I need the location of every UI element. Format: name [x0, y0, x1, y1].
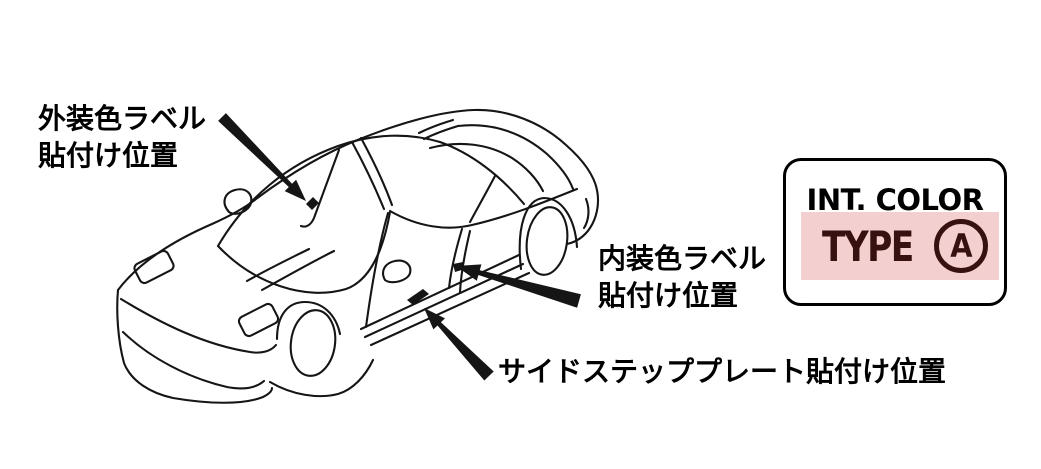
rear-wheel-arch — [518, 196, 579, 271]
rear-window-side-edge — [468, 174, 497, 224]
int-color-plate: INT. COLOR TYPE A — [783, 158, 1007, 306]
exterior-label-mark — [306, 197, 319, 210]
tail-inner-edge — [582, 197, 590, 230]
callout-arrow-side-step — [424, 308, 494, 381]
door-rear-edge — [447, 227, 464, 290]
headlight-panel-right — [237, 302, 280, 338]
car-targa-pillar-inner — [359, 136, 394, 207]
callout-side-step-line1: サイドステッププレート貼付け位置 — [498, 355, 947, 388]
callout-interior-color-label: 内装色ラベル 貼付け位置 — [598, 240, 766, 314]
car-bumper-crease-lower — [121, 330, 266, 390]
quarter-panel-edge — [458, 229, 472, 294]
callout-exterior-line2: 貼付け位置 — [38, 139, 179, 172]
type-code-letter: A — [950, 227, 973, 265]
type-label: TYPE — [821, 221, 914, 271]
car-rocker-under-line — [268, 358, 375, 398]
car-front-fascia — [116, 288, 274, 404]
car-silhouette-top — [116, 108, 600, 292]
callout-exterior-line1: 外装色ラベル — [38, 102, 207, 135]
wiper-blade-right — [260, 249, 336, 292]
wiper-blade-left — [245, 247, 311, 283]
roof-seam-front — [417, 118, 455, 135]
callout-arrow-exterior — [218, 113, 306, 201]
car-bumper-crease-upper — [119, 297, 278, 354]
callout-exterior-color-label: 外装色ラベル 貼付け位置 — [38, 100, 206, 174]
callout-arrow-interior — [456, 264, 581, 308]
car-targa-pillar-outer — [350, 140, 386, 211]
car-beltline — [388, 187, 579, 229]
callout-side-step-plate: サイドステッププレート貼付け位置 — [498, 353, 946, 390]
front-wheel — [289, 309, 337, 377]
headlight-panel-left — [133, 249, 175, 285]
rear-deck-inner-line — [456, 124, 575, 191]
side-mirror-right — [382, 259, 412, 284]
side-mirror-left — [223, 188, 253, 215]
car-far-pillar-line — [299, 148, 341, 228]
rear-wheel — [525, 206, 569, 276]
roof-seam-rear — [422, 124, 460, 141]
callout-interior-line1: 内装色ラベル — [598, 242, 767, 275]
door-front-edge — [364, 211, 390, 329]
rear-buttress-line — [428, 142, 545, 193]
front-wheel-arch — [275, 300, 342, 341]
car-greenhouse-dome — [216, 134, 526, 248]
sill-line-3 — [369, 271, 531, 347]
int-color-plate-title: INT. COLOR — [806, 183, 984, 217]
type-code-circle: A — [934, 219, 989, 273]
callout-interior-line2: 貼付け位置 — [598, 279, 739, 312]
sill-line-1 — [359, 253, 521, 331]
int-color-highlight-strip: TYPE A — [801, 212, 999, 280]
side-step-plate-mark — [407, 289, 429, 305]
